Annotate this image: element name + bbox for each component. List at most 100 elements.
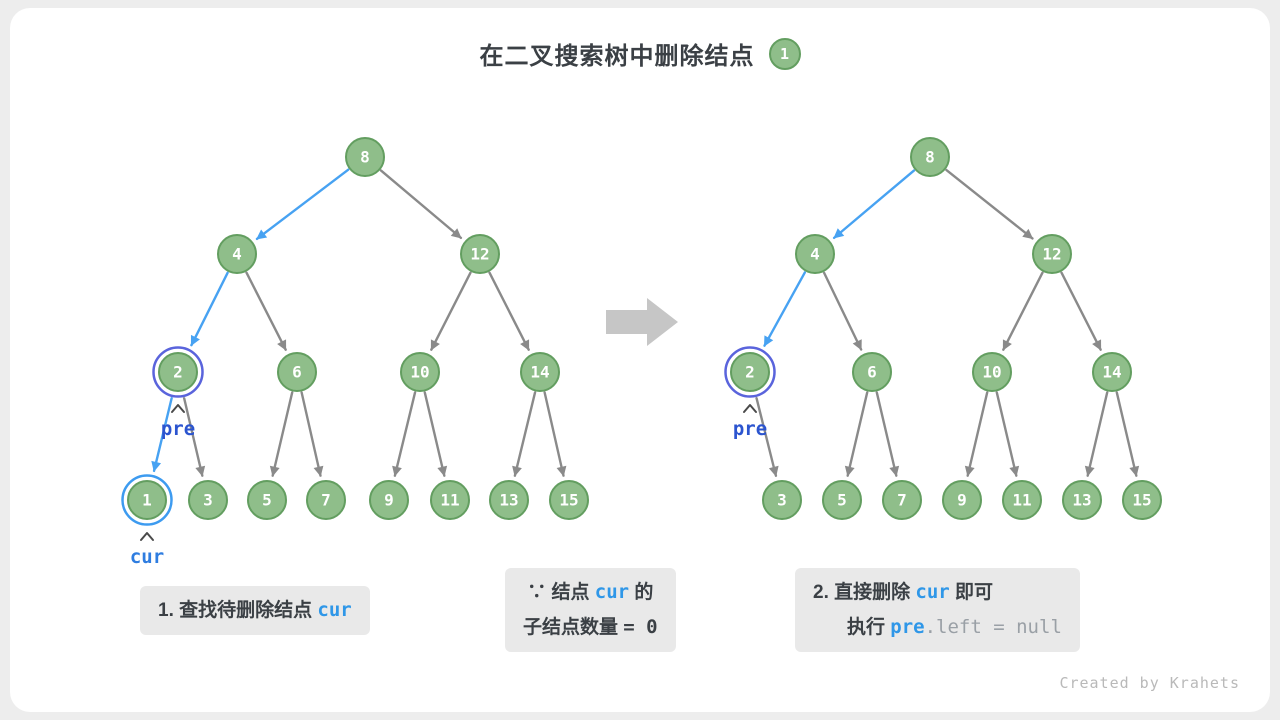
node-circle	[852, 352, 892, 392]
caption-reason: ∵ 结点 cur 的子结点数量 = 0	[505, 568, 676, 652]
node-circle	[127, 480, 167, 520]
edge-after-8-4	[832, 169, 916, 240]
node-circle	[730, 352, 770, 392]
node-circle	[306, 480, 346, 520]
pointer-label-cur: cur	[130, 546, 164, 568]
edge-after-8-12	[945, 168, 1034, 240]
edge-before-14-13	[512, 391, 537, 477]
edge-after-4-6	[822, 271, 863, 351]
node-circle	[910, 137, 950, 177]
node-value: 11	[1012, 491, 1031, 510]
step-number-badge: 1	[768, 37, 801, 70]
caption-segment: 子结点数量	[523, 617, 624, 638]
edge-after-4-2	[763, 271, 807, 347]
edge-after-10-11	[995, 391, 1020, 477]
caption-segment: pre	[890, 616, 925, 638]
highlight-ring-cur	[121, 474, 173, 526]
node-value: 6	[292, 363, 302, 382]
edge-after-2-3	[755, 396, 779, 477]
node-circle	[1062, 480, 1102, 520]
node-value: 12	[470, 245, 489, 264]
tree-node-before-4: 4	[217, 234, 257, 274]
node-circle	[489, 480, 529, 520]
node-circle	[369, 480, 409, 520]
node-circle	[972, 352, 1012, 392]
edge-before-2-3	[182, 397, 206, 477]
node-value: 5	[262, 491, 272, 510]
caption-line: 1. 查找待删除结点 cur	[158, 593, 352, 628]
node-circle	[247, 480, 287, 520]
edge-after-12-14	[1060, 271, 1102, 351]
edge-before-8-12	[379, 169, 463, 240]
caption-line: 2. 直接删除 cur 即可	[813, 575, 1062, 610]
tree-node-before-9: 9	[369, 480, 409, 520]
node-circle	[549, 480, 589, 520]
edge-before-10-9	[392, 391, 417, 477]
tree-node-before-5: 5	[247, 480, 287, 520]
node-circle	[1002, 480, 1042, 520]
tree-node-before-8: 8	[345, 137, 385, 177]
node-circle	[277, 352, 317, 392]
edge-before-14-15	[543, 391, 567, 477]
tree-node-after-7: 7	[882, 480, 922, 520]
caption-line: 执行 pre.left = null	[847, 610, 1062, 645]
edge-before-6-7	[300, 391, 324, 477]
tree-node-after-15: 15	[1122, 480, 1162, 520]
edge-before-12-10	[430, 271, 472, 351]
edge-before-6-5	[269, 391, 294, 477]
edge-before-8-4	[255, 168, 350, 241]
node-circle	[217, 234, 257, 274]
node-circle	[460, 234, 500, 274]
node-value: 13	[1072, 491, 1091, 510]
highlight-ring-pre	[152, 346, 204, 398]
node-circle	[188, 480, 228, 520]
tree-node-after-9: 9	[942, 480, 982, 520]
tree-node-after-13: 13	[1062, 480, 1102, 520]
pointer-caret-icon-cur	[140, 532, 154, 541]
edge-after-12-10	[1002, 271, 1044, 351]
caption-segment: = 0	[623, 616, 658, 638]
tree-node-after-5: 5	[822, 480, 862, 520]
caption-segment: cur	[317, 599, 352, 621]
tree-node-before-10: 10	[400, 352, 440, 392]
tree-node-before-6: 6	[277, 352, 317, 392]
node-value: 4	[232, 245, 242, 264]
node-value: 2	[173, 363, 183, 382]
tree-node-after-3: 3	[762, 480, 802, 520]
pointer-caret-icon-pre	[171, 404, 185, 413]
node-value: 6	[867, 363, 877, 382]
caption-segment: ∵ 结点	[527, 582, 595, 603]
tree-node-before-3: 3	[188, 480, 228, 520]
caption-segment: 执行	[847, 617, 891, 638]
caption-segment: cur	[915, 581, 950, 603]
edge-before-2-1	[151, 397, 173, 473]
node-circle	[762, 480, 802, 520]
caption-step1: 1. 查找待删除结点 cur	[140, 586, 370, 635]
node-value: 8	[360, 148, 370, 167]
caption-segment: .left = null	[924, 616, 1062, 638]
tree-node-after-14: 14	[1092, 352, 1132, 392]
edge-after-14-13	[1084, 391, 1109, 477]
tree-node-after-11: 11	[1002, 480, 1042, 520]
title-row: 在二叉搜索树中删除结点 1	[0, 36, 1280, 71]
node-value: 7	[897, 491, 907, 510]
caption-line: ∵ 结点 cur 的	[523, 575, 658, 610]
node-value: 3	[777, 491, 787, 510]
tree-node-before-7: 7	[306, 480, 346, 520]
node-value: 7	[321, 491, 331, 510]
node-value: 3	[203, 491, 213, 510]
node-circle	[430, 480, 470, 520]
tree-node-before-11: 11	[430, 480, 470, 520]
node-value: 10	[982, 363, 1001, 382]
tree-node-after-4: 4	[795, 234, 835, 274]
node-circle	[795, 234, 835, 274]
caption-line: 子结点数量 = 0	[523, 610, 658, 645]
node-circle	[345, 137, 385, 177]
tree-node-before-14: 14	[520, 352, 560, 392]
node-value: 10	[410, 363, 429, 382]
node-circle	[158, 352, 198, 392]
edge-before-4-6	[245, 271, 287, 351]
node-circle	[520, 352, 560, 392]
node-value: 8	[925, 148, 935, 167]
